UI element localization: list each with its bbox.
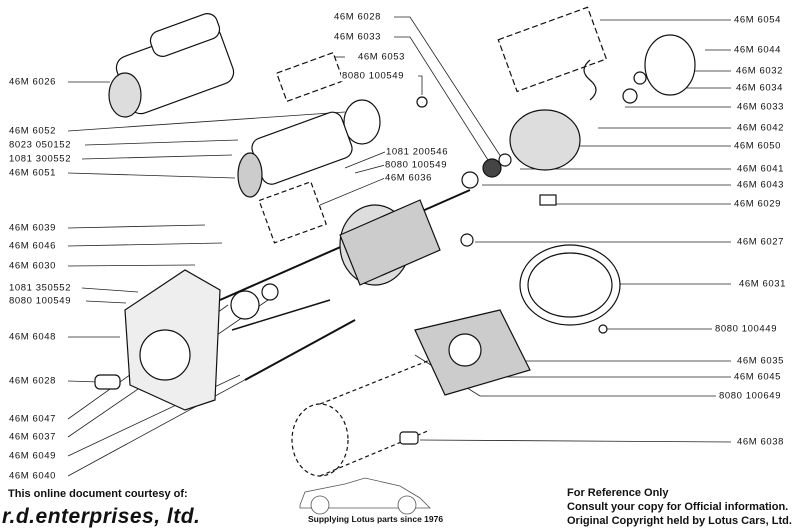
part-label: 8080 100549 — [341, 70, 406, 82]
part-label: 46M 6034 — [735, 82, 785, 94]
starter-assembly-drawing — [108, 13, 235, 118]
part-label: 46M 6032 — [735, 65, 785, 77]
tagline-text: Supplying Lotus parts since 1976 — [308, 514, 444, 524]
part-label: 46M 6049 — [8, 450, 58, 462]
part-label: 46M 6031 — [738, 278, 788, 290]
copyright-notice: Original Copyright held by Lotus Cars, L… — [567, 515, 792, 527]
part-label: 1081 350552 — [8, 282, 73, 294]
part-label: 46M 6042 — [736, 122, 786, 134]
part-label: 46M 6050 — [733, 140, 783, 152]
part-label: 46M 6027 — [736, 236, 786, 248]
part-label: 46M 6053 — [357, 51, 407, 63]
part-label: 46M 6046 — [8, 240, 58, 252]
part-label: 46M 6047 — [8, 413, 58, 425]
part-label: 8080 100649 — [718, 390, 783, 402]
reference-notice: For Reference Only — [567, 487, 669, 499]
part-label: 1081 300552 — [8, 153, 73, 165]
part-label: 46M 6035 — [736, 355, 786, 367]
part-label: 46M 6033 — [333, 31, 383, 43]
part-label: 46M 6028 — [8, 375, 58, 387]
part-drawings — [94, 6, 696, 515]
brand-logo-text: r.d.enterprises, ltd. — [2, 505, 201, 528]
consult-notice: Consult your copy for Official informati… — [567, 501, 789, 513]
courtesy-text: This online document courtesy of: — [8, 488, 188, 500]
part-label: 46M 6026 — [8, 76, 58, 88]
part-label: 46M 6054 — [733, 14, 783, 26]
part-label: 46M 6036 — [384, 172, 434, 184]
part-label: 1081 200546 — [385, 146, 450, 158]
part-label: 46M 6045 — [733, 371, 783, 383]
part-label: 46M 6030 — [8, 260, 58, 272]
part-label: 46M 6041 — [736, 163, 786, 175]
part-label: 46M 6033 — [736, 101, 786, 113]
part-label: 46M 6043 — [736, 179, 786, 191]
part-label: 46M 6038 — [736, 436, 786, 448]
part-label: 46M 6039 — [8, 222, 58, 234]
part-label: 8080 100449 — [714, 323, 779, 335]
part-label: 8080 100549 — [384, 159, 449, 171]
part-label: 46M 6052 — [8, 125, 58, 137]
lotus-car-logo — [299, 477, 431, 515]
part-label: 46M 6044 — [733, 44, 783, 56]
part-label: 46M 6040 — [8, 470, 58, 482]
part-label: 46M 6028 — [333, 11, 383, 23]
part-label: 46M 6029 — [733, 198, 783, 210]
part-label: 8023 050152 — [8, 139, 73, 151]
part-label: 8080 100549 — [8, 295, 73, 307]
part-label: 46M 6037 — [8, 431, 58, 443]
part-label: 46M 6048 — [8, 331, 58, 343]
part-label: 46M 6051 — [8, 167, 58, 179]
